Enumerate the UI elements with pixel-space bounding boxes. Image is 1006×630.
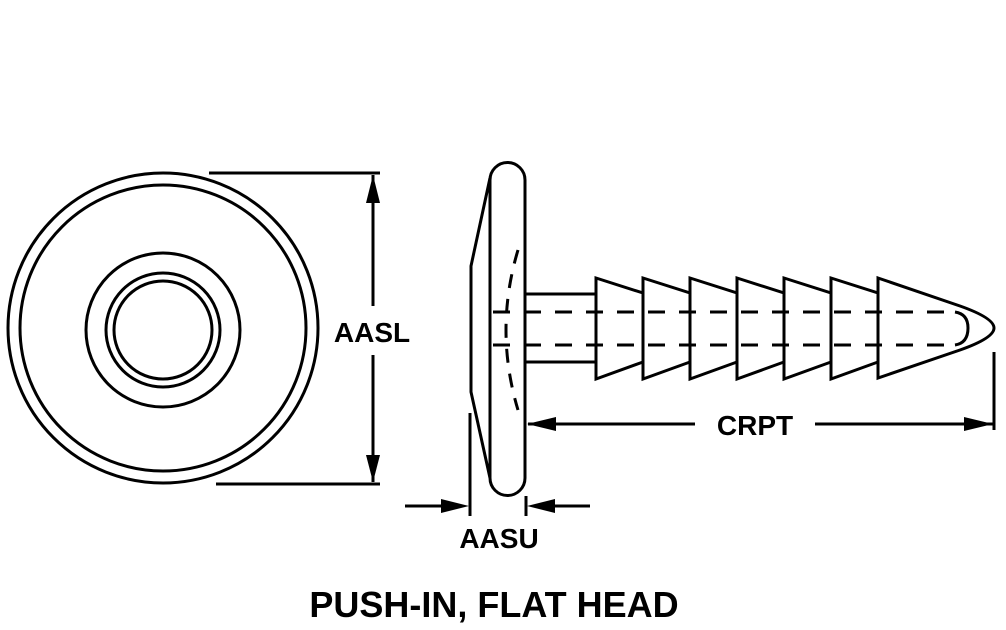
boss-circle (84, 251, 242, 409)
arrow-up-icon (366, 175, 380, 203)
side-view-shank (493, 275, 996, 382)
drawing-title: PUSH-IN, FLAT HEAD (309, 584, 678, 625)
arrow-right-icon (964, 417, 993, 431)
front-view (6, 171, 320, 485)
barb (782, 275, 833, 382)
barb (688, 275, 739, 382)
head-rim-circle (18, 183, 308, 473)
arrow-down-icon (366, 455, 380, 482)
arrow-right-icon (441, 499, 469, 513)
hidden-bore-end (954, 310, 970, 347)
head-outer-circle (6, 171, 320, 485)
head-profile (488, 161, 527, 497)
arrow-left-icon (527, 499, 555, 513)
crpt-label: CRPT (717, 410, 793, 441)
bore-inner-circle (112, 279, 214, 381)
barb (641, 275, 692, 382)
bore-outer-circle (104, 271, 222, 389)
aasl-dimension: AASL (209, 171, 410, 486)
barb (829, 275, 880, 382)
arrow-left-icon (527, 417, 556, 431)
barb-tip (876, 275, 996, 381)
crpt-dimension: CRPT (527, 352, 996, 441)
barb (735, 275, 786, 382)
aasl-label: AASL (334, 317, 410, 348)
side-view-head (469, 161, 527, 497)
aasu-label: AASU (459, 523, 538, 554)
hidden-recess-curve (504, 249, 520, 411)
countersink-profile (469, 177, 492, 479)
barb (594, 275, 645, 382)
barbs (594, 275, 880, 382)
aasu-dimension: AASU (405, 413, 590, 554)
